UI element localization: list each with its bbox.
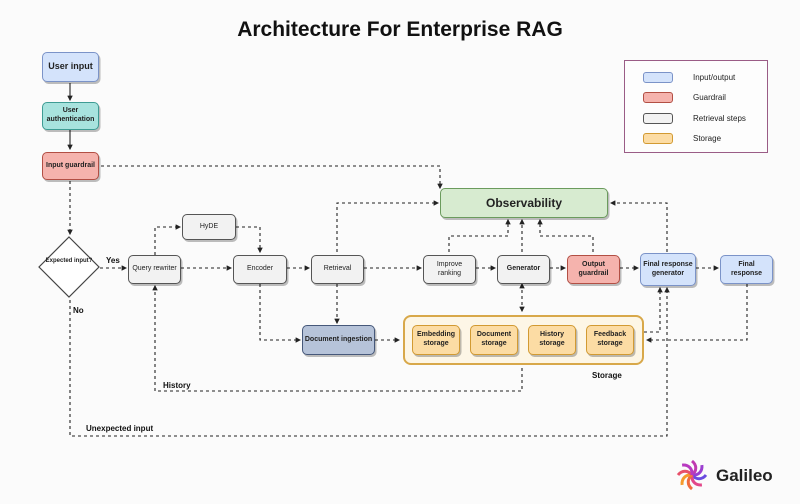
hyde-node: HyDE	[182, 214, 236, 240]
legend-label-input-output: Input/output	[693, 73, 736, 82]
input-guardrail-node: Input guardrail	[42, 152, 99, 180]
retrieval-node: Retrieval	[311, 255, 364, 284]
legend-label-guardrail: Guardrail	[693, 93, 726, 102]
document-ingestion-node: Document ingestion	[302, 325, 375, 355]
final-response-node: Final response	[720, 255, 773, 284]
page-title: Architecture For Enterprise RAG	[237, 18, 563, 41]
legend-label-retrieval-steps: Retrieval steps	[693, 114, 746, 123]
unexpected-input-label: Unexpected input	[86, 424, 154, 433]
history-label: History	[163, 381, 191, 390]
legend-label-storage: Storage	[693, 134, 722, 143]
expected-input-label: Expected input?	[45, 258, 93, 264]
galileo-logo-icon	[676, 459, 708, 491]
history-storage-node: History storage	[528, 325, 576, 355]
legend-swatch-guardrail	[643, 92, 673, 103]
no-label: No	[73, 306, 84, 315]
user-authentication-node: User authentication	[42, 102, 99, 130]
output-guardrail-node: Output guardrail	[567, 255, 620, 284]
legend: Input/output Guardrail Retrieval steps S…	[624, 60, 768, 153]
legend-swatch-storage	[643, 133, 673, 144]
yes-label: Yes	[106, 256, 120, 265]
final-response-generator-node: Final response generator	[640, 253, 696, 286]
encoder-node: Encoder	[233, 255, 287, 284]
improve-ranking-node: Improve ranking	[423, 255, 476, 284]
document-storage-node: Document storage	[470, 325, 518, 355]
feedback-storage-node: Feedback storage	[586, 325, 634, 355]
user-input-node: User input	[42, 52, 99, 82]
brand-name: Galileo	[716, 466, 773, 485]
embedding-storage-node: Embedding storage	[412, 325, 460, 355]
observability-node: Observability	[440, 188, 608, 218]
generator-node: Generator	[497, 255, 550, 284]
legend-swatch-input-output	[643, 72, 673, 83]
expected-input-diamond	[38, 236, 100, 298]
query-rewriter-node: Query rewriter	[128, 255, 181, 284]
legend-swatch-retrieval-steps	[643, 113, 673, 124]
storage-group-label: Storage	[592, 371, 622, 380]
